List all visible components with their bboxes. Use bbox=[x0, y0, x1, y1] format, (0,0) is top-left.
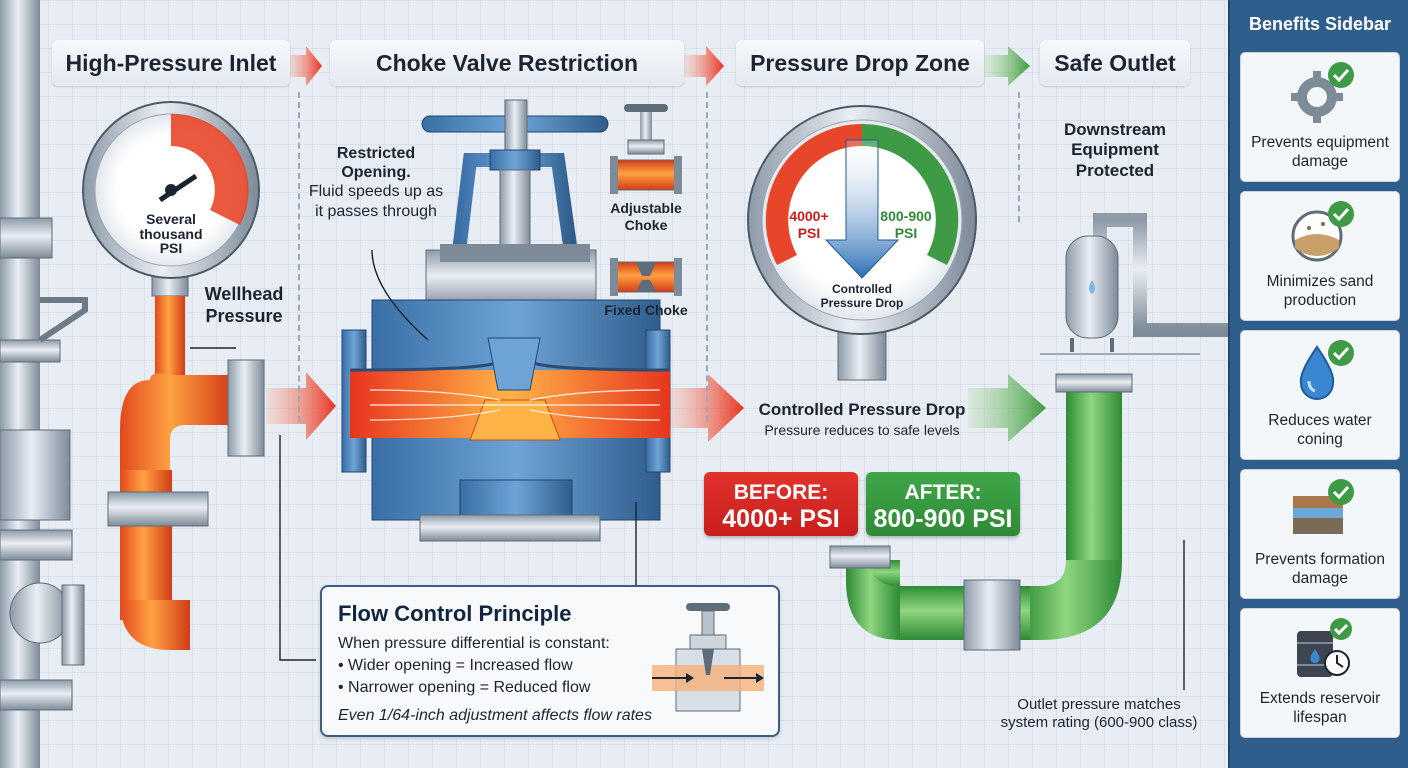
rock-layers-check-icon bbox=[1293, 479, 1354, 534]
wellhead-structure bbox=[0, 0, 88, 768]
principle-title: Flow Control Principle bbox=[338, 601, 572, 626]
stage-arrow-3 bbox=[984, 46, 1030, 86]
stage-choke-valve-restriction: Choke Valve Restriction bbox=[330, 40, 684, 86]
benefit-card-equipment: Prevents equipment damage bbox=[1240, 52, 1400, 182]
pressure-drop-gauge bbox=[747, 105, 977, 381]
oil-barrel-clock-icon bbox=[1297, 618, 1352, 677]
inflow-arrow bbox=[266, 372, 336, 440]
outlet-pipe bbox=[829, 373, 1133, 651]
stage-high-pressure-inlet: High-Pressure Inlet bbox=[52, 40, 290, 86]
principle-bullet-narrower: • Narrower opening = Reduced flow bbox=[338, 679, 591, 696]
gauge-after-reading: 800-900 PSI bbox=[880, 208, 932, 241]
stage-arrow-1 bbox=[288, 46, 322, 86]
outlet-pressure-note: Outlet pressure matches system rating (6… bbox=[1000, 696, 1198, 731]
inlet-pressure-gauge bbox=[82, 101, 260, 297]
gauge-center-label: Controlled Pressure Drop bbox=[820, 282, 904, 311]
fixed-choke-label: Fixed Choke bbox=[604, 302, 688, 318]
stage-pressure-drop-zone: Pressure Drop Zone bbox=[736, 40, 984, 86]
restricted-opening-note: Restricted Opening. Fluid speeds up as i… bbox=[308, 145, 444, 220]
fixed-choke-icon bbox=[610, 258, 682, 296]
stage-divider bbox=[298, 92, 300, 422]
controlled-drop-subtitle: Pressure reduces to safe levels bbox=[764, 422, 960, 438]
callout-lines bbox=[190, 249, 1185, 690]
benefit-card-formation: Prevents formation damage bbox=[1240, 469, 1400, 599]
controlled-drop-title: Controlled Pressure Drop bbox=[758, 400, 966, 419]
sand-check-icon bbox=[1291, 201, 1354, 262]
diagram-artwork bbox=[0, 0, 1228, 768]
stage-divider bbox=[706, 92, 708, 422]
choke-valve bbox=[341, 99, 671, 542]
water-drop-check-icon bbox=[1299, 340, 1354, 400]
stage-arrow-2 bbox=[684, 46, 724, 86]
benefit-card-sand: Minimizes sand production bbox=[1240, 191, 1400, 321]
stage-safe-outlet: Safe Outlet bbox=[1040, 40, 1190, 86]
adjustable-choke-icon bbox=[610, 104, 682, 194]
benefit-card-reservoir: Extends reservoir lifespan bbox=[1240, 608, 1400, 738]
after-pressure-badge: AFTER: 800-900 PSI bbox=[866, 472, 1020, 536]
sidebar-title: Benefits Sidebar bbox=[1248, 13, 1392, 34]
gauge-before-reading: 4000+ PSI bbox=[789, 208, 829, 241]
principle-footnote: Even 1/64-inch adjustment affects flow r… bbox=[338, 707, 652, 724]
before-pressure-badge: BEFORE: 4000+ PSI bbox=[704, 472, 858, 536]
downstream-protected-label: Downstream Equipment Protected bbox=[1063, 120, 1167, 180]
benefits-sidebar: Benefits Sidebar Prevents equipment dama… bbox=[1228, 0, 1408, 768]
adjustable-choke-label: Adjustable Choke bbox=[610, 200, 682, 233]
downstream-separator bbox=[1014, 213, 1228, 355]
inlet-gauge-text: Several thousand PSI bbox=[139, 211, 203, 257]
gear-check-icon bbox=[1291, 62, 1354, 123]
benefit-card-water: Reduces water coning bbox=[1240, 330, 1400, 460]
principle-bullet-wider: • Wider opening = Increased flow bbox=[338, 657, 573, 674]
wellhead-pressure-label: Wellhead Pressure bbox=[204, 284, 284, 326]
mini-choke-valve-icon bbox=[652, 603, 764, 712]
flow-control-principle-box: Flow Control Principle When pressure dif… bbox=[320, 585, 780, 737]
inlet-pipe bbox=[61, 296, 265, 666]
principle-intro: When pressure differential is constant: bbox=[338, 635, 610, 652]
safe-flow-arrow bbox=[968, 374, 1046, 442]
stage-divider bbox=[1018, 92, 1020, 222]
